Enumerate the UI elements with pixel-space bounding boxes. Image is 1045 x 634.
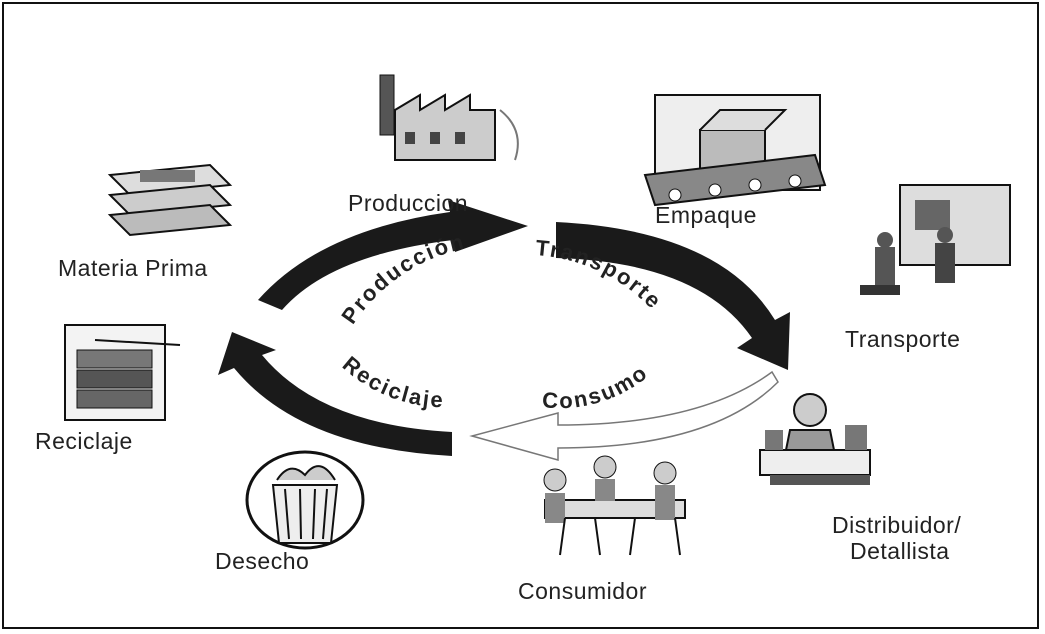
stage-label-production: Produccion (348, 190, 469, 216)
stage-label-waste: Desecho (215, 548, 310, 574)
people-at-table-icon (543, 455, 686, 556)
cycle-label-recycling: Reciclaje (338, 351, 445, 412)
paper-stack-icon (107, 163, 233, 237)
stage-label-distributor-line2: Detallista (850, 538, 950, 564)
stage-label-consumer: Consumidor (518, 578, 647, 604)
cycle-label-consumption: Consumo (541, 359, 652, 413)
stage-label-packaging: Empaque (655, 202, 757, 228)
stage-label-distributor-line1: Distribuidor/ (832, 512, 962, 538)
box-on-conveyor-icon (643, 94, 827, 207)
arrow-recycling (218, 332, 452, 456)
trash-can-icon (245, 450, 365, 550)
shopkeeper-icon (759, 393, 871, 485)
stage-label-raw-material: Materia Prima (58, 255, 208, 281)
recycling-bales-icon (64, 324, 181, 421)
factory-icon (379, 74, 519, 161)
stage-label-transport: Transporte (845, 326, 961, 352)
arrow-production (258, 200, 528, 310)
stage-label-recycling: Reciclaje (35, 428, 133, 454)
truck-loading-icon (860, 184, 1011, 295)
arrow-transport (556, 222, 790, 370)
arrow-consumption (469, 370, 779, 461)
